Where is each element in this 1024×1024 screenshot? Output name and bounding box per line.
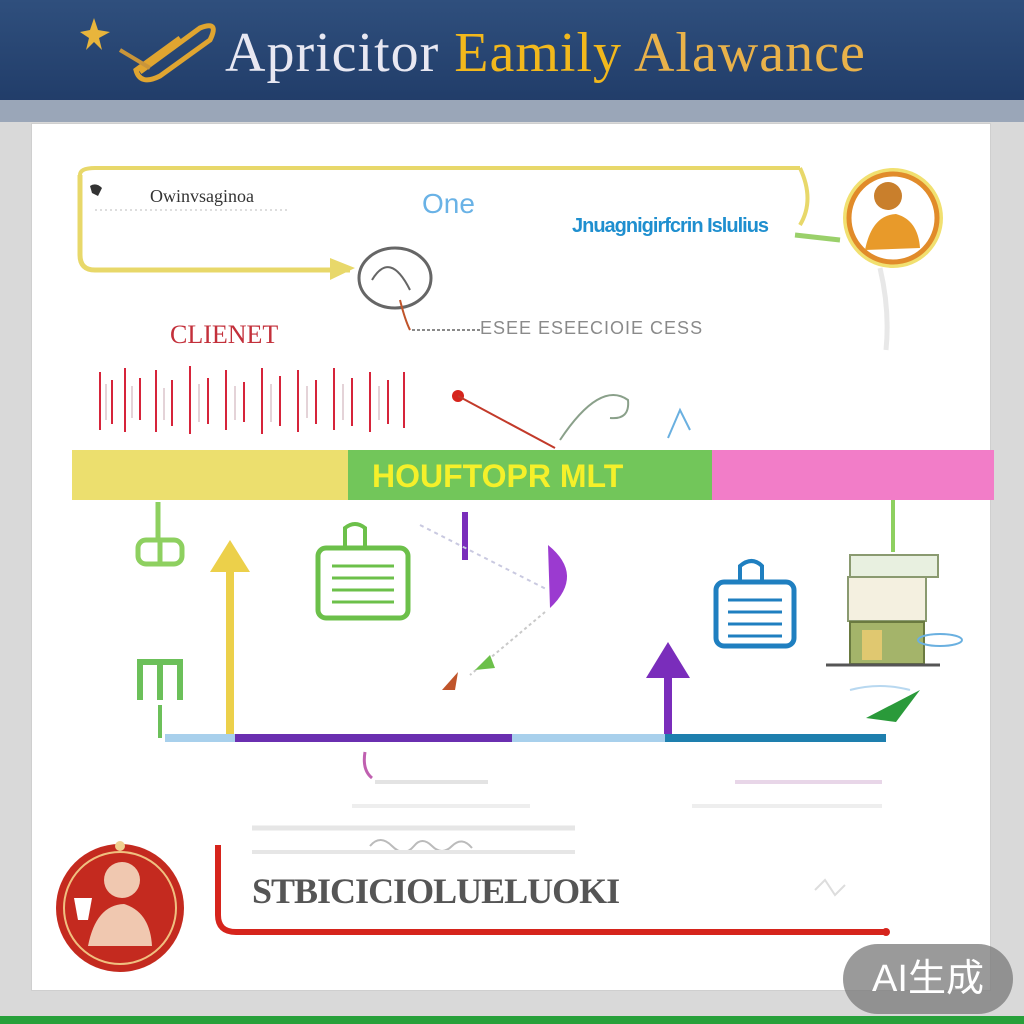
one-label: One (422, 188, 475, 219)
dotted-caption: ESEE ESEECIOIE CESS (480, 318, 704, 338)
ai-watermark-badge: AI生成 (843, 944, 1013, 1014)
person-avatar-icon (843, 168, 943, 268)
lightbulb-icon (357, 246, 433, 331)
blue-caption: Jnuagnigirfcrin Islulius (572, 215, 769, 237)
calendar-icon (713, 559, 797, 649)
top-callout-text: Owinvsaginoa (150, 186, 254, 206)
page-title: Apricitor Eamily Alawance (225, 18, 866, 88)
arrow-up-icon (210, 540, 250, 738)
header-banner (0, 0, 1024, 118)
band-pink (712, 450, 994, 500)
client-label: CLIENET (170, 320, 279, 349)
title-word-3: Alawance (633, 22, 866, 84)
clip-logo-icon (80, 18, 216, 83)
person-avatar-icon (56, 841, 184, 972)
bottom-caption: STBICICIOLUELUOKI (252, 871, 620, 911)
top-callout-outline (77, 175, 350, 273)
waveform-bars (99, 366, 405, 434)
footer-bar (0, 1016, 1024, 1024)
signature-icon (252, 839, 575, 854)
title-word-1: Apricitor (225, 22, 440, 84)
band-label: HOUFTOPR MLT (372, 458, 624, 494)
band-green (348, 450, 712, 500)
building-icon (826, 498, 963, 667)
header-underband (0, 100, 1024, 122)
band-yellow (72, 450, 348, 500)
star-icon (80, 18, 110, 50)
document-icon (315, 522, 411, 621)
title-word-2: Eamily (454, 22, 623, 84)
